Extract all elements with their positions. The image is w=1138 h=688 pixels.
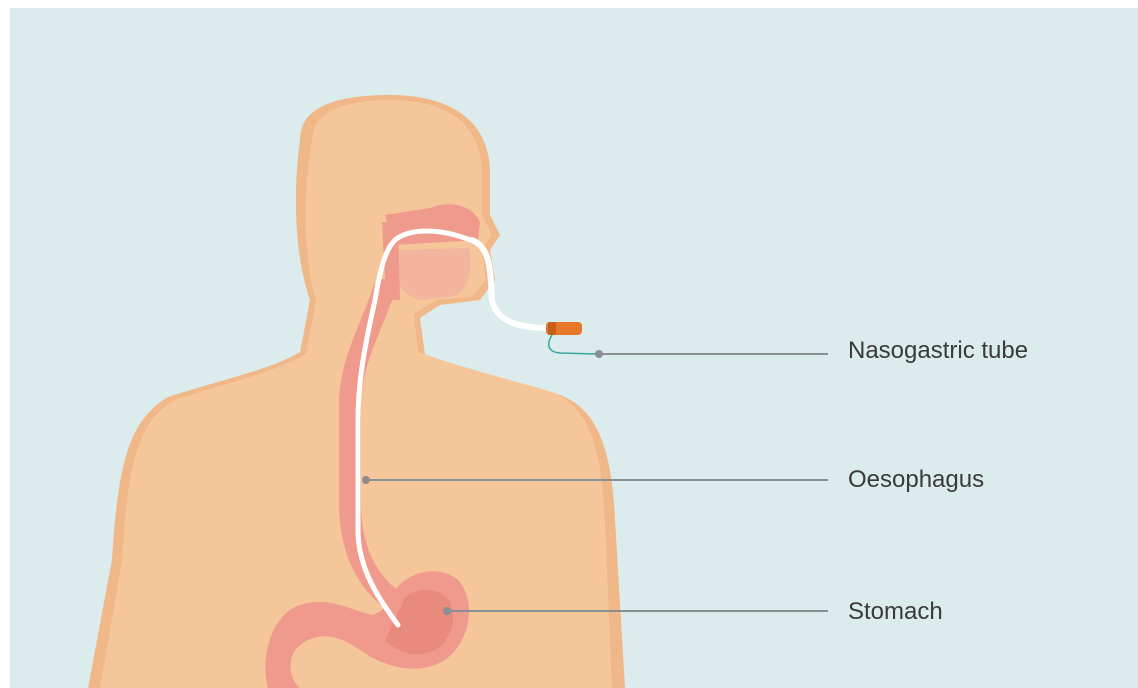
label-stomach: Stomach	[848, 600, 943, 624]
guide-wire	[549, 335, 596, 354]
label-nasogastric-tube: Nasogastric tube	[848, 339, 1028, 363]
tube-connector-band	[548, 322, 556, 335]
leader-dot-stomach	[443, 607, 451, 615]
label-oesophagus: Oesophagus	[848, 468, 984, 492]
leader-dot-tube	[595, 350, 603, 358]
leader-dot-oesophagus	[362, 476, 370, 484]
